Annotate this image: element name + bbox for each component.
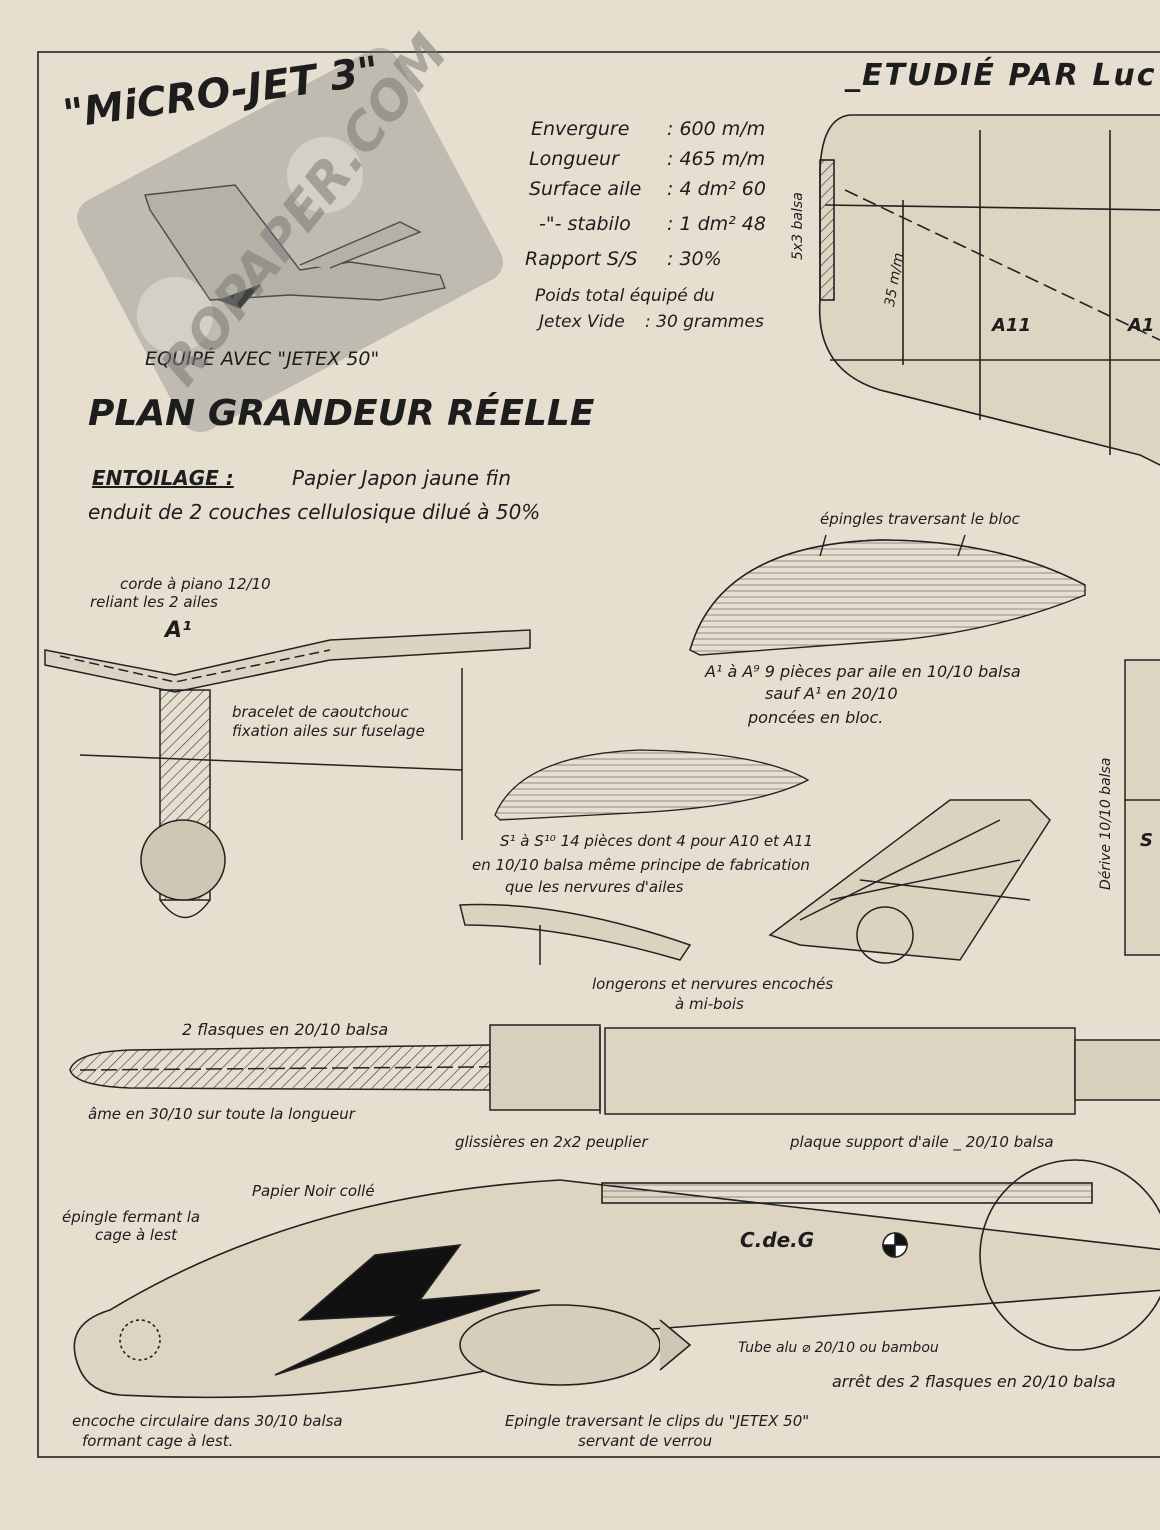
note-notch: encoche circulaire dans 30/10 balsa	[72, 1412, 343, 1430]
note-ribs: A¹ à A⁹ 9 pièces par aile en 10/10 balsa	[705, 662, 1021, 681]
note-notch-2: formant cage à lest.	[82, 1432, 234, 1450]
watermark-camera	[77, 47, 503, 433]
fuselage-top	[69, 1024, 1160, 1115]
note-stab-ribs-3: que les nervures d'ailes	[505, 878, 684, 896]
fin-view	[1124, 659, 1160, 956]
note-spars-2: à mi-bois	[675, 995, 744, 1013]
spec-label: Poids total équipé du	[535, 286, 715, 306]
note-piano-wire: corde à piano 12/10	[120, 575, 271, 593]
note-pins-block: épingles traversant le bloc	[820, 510, 1020, 528]
stab-structure	[459, 799, 1051, 965]
note-cheeks: 2 flasques en 20/10 balsa	[182, 1020, 389, 1039]
note-pin-cage-2: cage à lest	[95, 1226, 178, 1244]
spec-value: : 600 m/m	[667, 118, 766, 140]
cg-label: C.de.G	[740, 1228, 815, 1252]
spec-value: : 465 m/m	[667, 148, 766, 170]
note-rubber: bracelet de caoutchouc	[232, 703, 409, 721]
spec-value: : 4 dm² 60	[667, 178, 766, 200]
covering-line1: Papier Japon jaune fin	[292, 466, 511, 490]
note-ribs-2: sauf A¹ en 20/10	[765, 684, 898, 703]
rib-a11: A11	[992, 315, 1031, 336]
note-ribs-3: poncées en bloc.	[748, 708, 884, 727]
note-pin-clip: Epingle traversant le clips du "JETEX 50…	[505, 1412, 810, 1430]
note-stop: arrêt des 2 flasques en 20/10 balsa	[832, 1372, 1116, 1391]
spec-value: : 30%	[667, 248, 722, 270]
wing-planform	[818, 114, 1160, 466]
engine-label: EQUIPÉ AVEC "JETEX 50"	[145, 348, 380, 370]
covering-label: ENTOILAGE :	[92, 466, 234, 490]
note-spars: longerons et nervures encochés	[592, 975, 834, 993]
note-tube: Tube alu ⌀ 20/10 ou bambou	[738, 1340, 939, 1356]
spec-label: Jetex Vide	[539, 312, 625, 332]
spec-value: : 1 dm² 48	[667, 213, 766, 235]
spec-label: Longueur	[529, 148, 619, 170]
note-rubber-2: fixation ailes sur fuselage	[232, 722, 425, 740]
note-core: âme en 30/10 sur toute la longueur	[88, 1105, 355, 1123]
stab-rib-block	[494, 749, 810, 821]
note-piano-wire-2: reliant les 2 ailes	[90, 593, 218, 611]
model-sketch	[144, 184, 446, 309]
plan-title: PLAN GRANDEUR RÉELLE	[88, 393, 595, 434]
note-wing-plate: plaque support d'aile _ 20/10 balsa	[790, 1133, 1054, 1151]
spec-label: -"- stabilo	[539, 213, 631, 235]
spec-label: Envergure	[531, 118, 630, 140]
designer-credit: _ETUDIÉ PAR Luc	[845, 58, 1157, 93]
rib-block	[689, 534, 1086, 656]
front-view	[44, 629, 531, 919]
note-pin-cage: épingle fermant la	[62, 1208, 201, 1226]
note-strip: 5x3 balsa	[790, 192, 806, 260]
spec-value: : 30 grammes	[645, 312, 764, 332]
note-black-paper: Papier Noir collé	[252, 1182, 375, 1200]
page-border	[37, 51, 1160, 1458]
note-stab-ribs: S¹ à S¹⁰ 14 pièces dont 4 pour A10 et A1…	[500, 832, 814, 850]
rib-a1x: A1	[1128, 315, 1155, 336]
fin-label: S	[1140, 830, 1153, 851]
rib-a1-label: A¹	[165, 618, 192, 643]
note-pin-clip-2: servant de verrou	[578, 1432, 713, 1450]
covering-line2: enduit de 2 couches cellulosique dilué à…	[88, 500, 541, 524]
spec-label: Rapport S/S	[525, 248, 638, 270]
note-stab-ribs-2: en 10/10 balsa même principe de fabricat…	[472, 856, 810, 874]
spec-label: Surface aile	[529, 178, 642, 200]
fuselage-side	[73, 1159, 1160, 1399]
note-rails: glissières en 2x2 peuplier	[455, 1133, 648, 1151]
note-fin: Dérive 10/10 balsa	[1098, 757, 1114, 890]
